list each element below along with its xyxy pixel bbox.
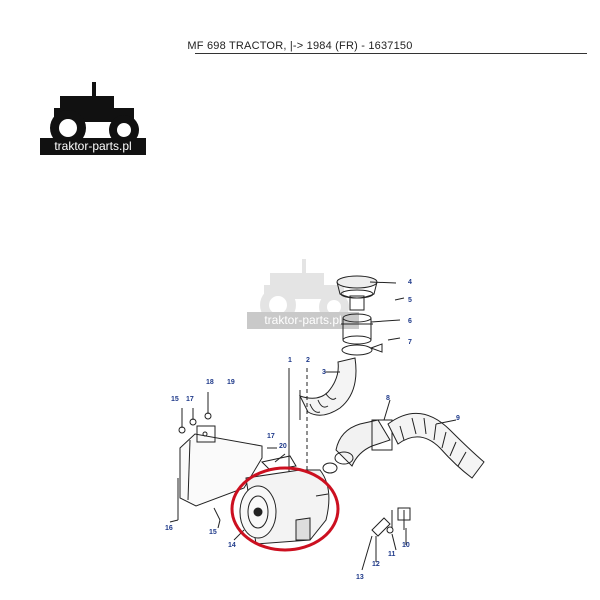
callout-17b: 17 [267,433,275,440]
part-8-elbow [334,419,393,467]
callout-10: 10 [402,542,410,549]
tractor-logo [50,82,139,146]
part-7-clamp [341,343,383,356]
part-6-adapter [341,313,373,345]
parts-10-13 [371,507,411,537]
callout-9: 9 [456,415,460,422]
diagram-title: MF 698 TRACTOR, |-> 1984 (FR) - 1637150 [187,40,413,52]
callout-15a: 15 [171,396,179,403]
callout-6: 6 [408,318,412,325]
callout-3: 3 [322,369,326,376]
callout-17a: 17 [186,396,194,403]
callout-15b: 15 [209,529,217,536]
callout-20: 20 [279,443,287,450]
callout-1: 1 [288,357,292,364]
gasket [322,462,338,474]
callout-11: 11 [388,551,396,558]
part-15-screw [213,507,221,521]
callout-4: 4 [408,279,412,286]
bolts-upper [178,392,212,434]
callout-8: 8 [386,395,390,402]
part-9-hose [387,412,485,479]
highlight-circle [230,466,340,552]
watermark-text: traktor-parts.pl [247,312,359,329]
callout-18: 18 [206,379,214,386]
callout-13: 13 [356,574,364,581]
part-4-precleaner [336,275,378,311]
title-underline [195,53,587,54]
callout-2: 2 [306,357,310,364]
part-19-bracket [179,425,263,507]
watermark-tractor [260,259,349,323]
logo-text: traktor-parts.pl [40,138,146,155]
screw-7 [387,337,401,341]
part-3-hose [299,357,357,416]
callout-12: 12 [372,561,380,568]
part-14-air-cleaner [239,455,330,545]
callout-19: 19 [227,379,235,386]
callout-16: 16 [165,525,173,532]
callout-5: 5 [408,297,412,304]
callout-14: 14 [228,542,236,549]
screw-5 [394,297,405,301]
callout-7: 7 [408,339,412,346]
